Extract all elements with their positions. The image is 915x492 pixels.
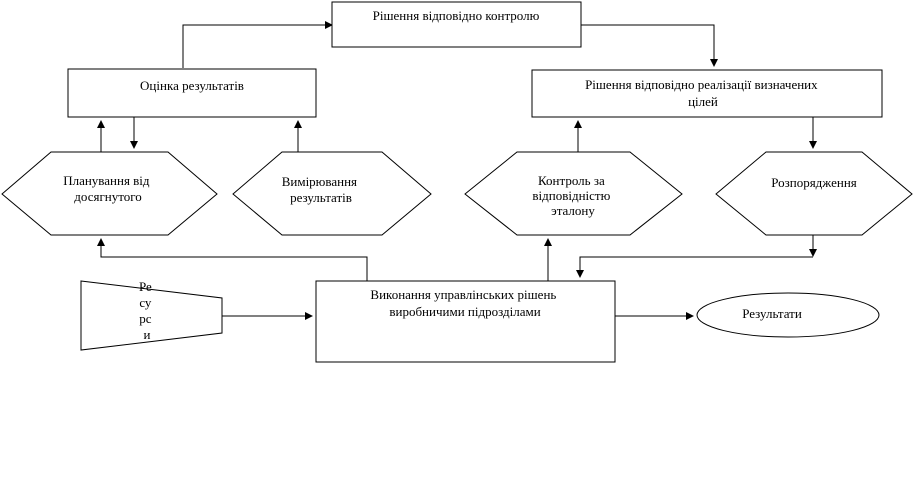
decision-goals-label: Рішення відповідно реалізації визначених… [585, 77, 821, 109]
planning-label-line: досягнутого [74, 189, 142, 204]
decision-control-label: Рішення відповідно контролю [373, 8, 540, 23]
planning-label: Планування від досягнутого [63, 173, 153, 204]
resources-trapezoid [80, 280, 223, 351]
results-label: Результати [742, 306, 802, 321]
results-label-line: Результати [742, 306, 802, 321]
node-decision-goals: Рішення відповідно реалізації визначених… [531, 69, 883, 118]
control-label-line: Контроль за [538, 173, 605, 188]
planning-label-line: Планування від [63, 173, 150, 188]
measurement-label-line: результатів [290, 190, 352, 205]
node-resources: Ре су рс и [80, 279, 223, 351]
orders-label-line: Розпорядження [771, 175, 857, 190]
decision-goals-label-line: Рішення відповідно реалізації визначених [585, 77, 818, 92]
node-evaluation: Оцінка результатів [67, 68, 317, 118]
resources-label-line: су [139, 295, 152, 310]
edge-evaluation-to-decision-control [182, 21, 333, 68]
resources-label-line: Ре [139, 279, 152, 294]
orders-hexagon [715, 151, 913, 236]
execution-label: Виконання управлінських рішень виробничи… [370, 287, 559, 319]
execution-label-line: виробничими підрозділами [389, 304, 540, 319]
execution-label-line: Виконання управлінських рішень [370, 287, 556, 302]
execution-box [315, 280, 616, 363]
decision-control-label-line: Рішення відповідно контролю [373, 8, 540, 23]
control-label-line: эталону [551, 203, 595, 218]
node-decision-control: Рішення відповідно контролю [331, 1, 582, 48]
results-ellipse [696, 292, 880, 338]
resources-label-line: и [144, 327, 151, 342]
control-label-line: відповідністю [532, 188, 610, 203]
measurement-label-line: Вимірювання [282, 174, 357, 189]
node-execution: Виконання управлінських рішень виробничи… [315, 280, 616, 363]
decision-control-box [331, 1, 582, 48]
decision-goals-box [531, 69, 883, 118]
measurement-hexagon [232, 151, 432, 236]
edge-execution-to-planning [97, 238, 368, 281]
evaluation-label-line: Оцінка результатів [140, 78, 244, 93]
decision-goals-label-line: цілей [688, 94, 718, 109]
node-control: Контроль за відповідністю эталону [464, 151, 683, 236]
node-results: Результати [696, 292, 880, 338]
evaluation-box [67, 68, 317, 118]
edge-feedback-to-execution [576, 256, 813, 278]
node-orders: Розпорядження [715, 151, 913, 236]
node-measurement: Вимірювання результатів [232, 151, 432, 236]
control-label: Контроль за відповідністю эталону [532, 173, 613, 218]
control-hexagon [464, 151, 683, 236]
resources-label: Ре су рс и [139, 279, 155, 342]
resources-label-line: рс [139, 311, 152, 326]
node-planning: Планування від досягнутого [1, 151, 218, 236]
orders-label: Розпорядження [771, 175, 857, 190]
edge-decision-control-to-decision-goals [581, 24, 718, 67]
measurement-label: Вимірювання результатів [282, 174, 361, 205]
planning-hexagon [1, 151, 218, 236]
connectors [97, 21, 817, 320]
evaluation-label: Оцінка результатів [140, 78, 244, 93]
